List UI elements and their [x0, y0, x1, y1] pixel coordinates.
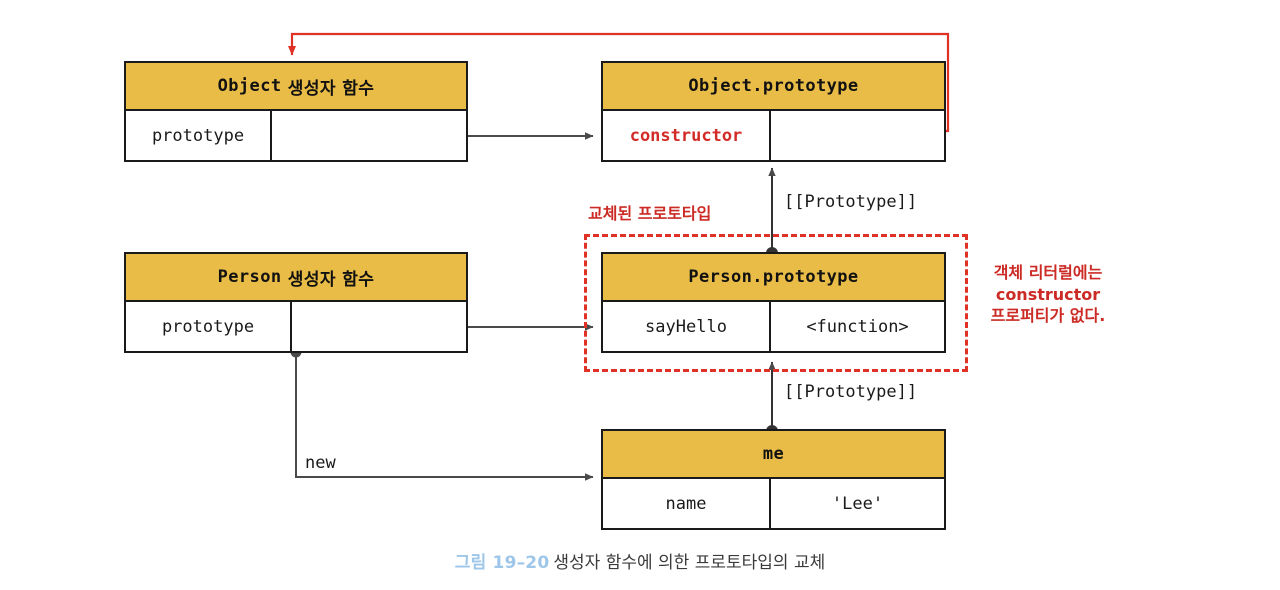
object-prototype-constructor-key: constructor: [603, 111, 771, 161]
me-name-value: 'Lee': [831, 494, 884, 514]
object-prototype-box: Object.prototype constructor: [601, 61, 946, 162]
person-ctor-prototype-value: [292, 302, 466, 352]
replaced-prototype-label: 교체된 프로토타입: [588, 204, 712, 223]
replaced-prototype-highlight: [584, 234, 968, 372]
person-prototype-sayhello-key: sayHello: [603, 302, 771, 352]
object-constructor-title-kor: 생성자 함수: [287, 78, 375, 99]
table-row: constructor: [603, 111, 944, 161]
person-ctor-prototype-key: prototype: [126, 302, 292, 352]
table-row: prototype: [126, 302, 466, 352]
table-row: prototype: [126, 111, 466, 161]
person-constructor-title-mono: Person: [217, 267, 282, 287]
person-constructor-box-title: Person 생성자 함수: [126, 254, 466, 302]
no-constructor-note-line3: 프로퍼티가 없다.: [990, 306, 1106, 326]
me-name-key: name: [603, 479, 771, 529]
person-prototype-box: Person.prototype sayHello <function>: [601, 252, 946, 353]
no-constructor-note-line2: constructor: [995, 284, 1101, 304]
object-ctor-prototype-key: prototype: [126, 111, 272, 161]
me-object-box-title: me: [603, 431, 944, 479]
object-constructor-box: Object 생성자 함수 prototype: [124, 61, 468, 162]
figure-number: 그림 19–20: [454, 553, 550, 573]
object-constructor-box-title: Object 생성자 함수: [126, 63, 466, 111]
person-constructor-title-kor: 생성자 함수: [287, 269, 375, 290]
prototype-link-label-upper: [[Prototype]]: [784, 192, 918, 212]
no-constructor-note: 객체 리터럴에는 constructor 프로퍼티가 없다.: [968, 262, 1128, 327]
wire-me-to-person-prototype: [766, 361, 778, 437]
object-prototype-constructor-value: [771, 111, 944, 161]
person-prototype-sayhello-value: <function>: [806, 317, 909, 337]
person-prototype-box-title: Person.prototype: [603, 254, 944, 302]
person-constructor-box: Person 생성자 함수 prototype: [124, 252, 468, 353]
table-row: name 'Lee': [603, 479, 944, 529]
figure-title: 생성자 함수에 의한 프로토타입의 교체: [553, 553, 826, 573]
object-constructor-title-mono: Object: [217, 76, 282, 96]
object-ctor-prototype-value: [272, 111, 466, 161]
no-constructor-note-line1: 객체 리터럴에는: [993, 263, 1103, 282]
new-operator-label: new: [305, 453, 336, 473]
object-prototype-box-title: Object.prototype: [603, 63, 944, 111]
prototype-link-label-lower: [[Prototype]]: [784, 382, 918, 402]
me-object-box: me name 'Lee': [601, 429, 946, 530]
table-row: sayHello <function>: [603, 302, 944, 352]
